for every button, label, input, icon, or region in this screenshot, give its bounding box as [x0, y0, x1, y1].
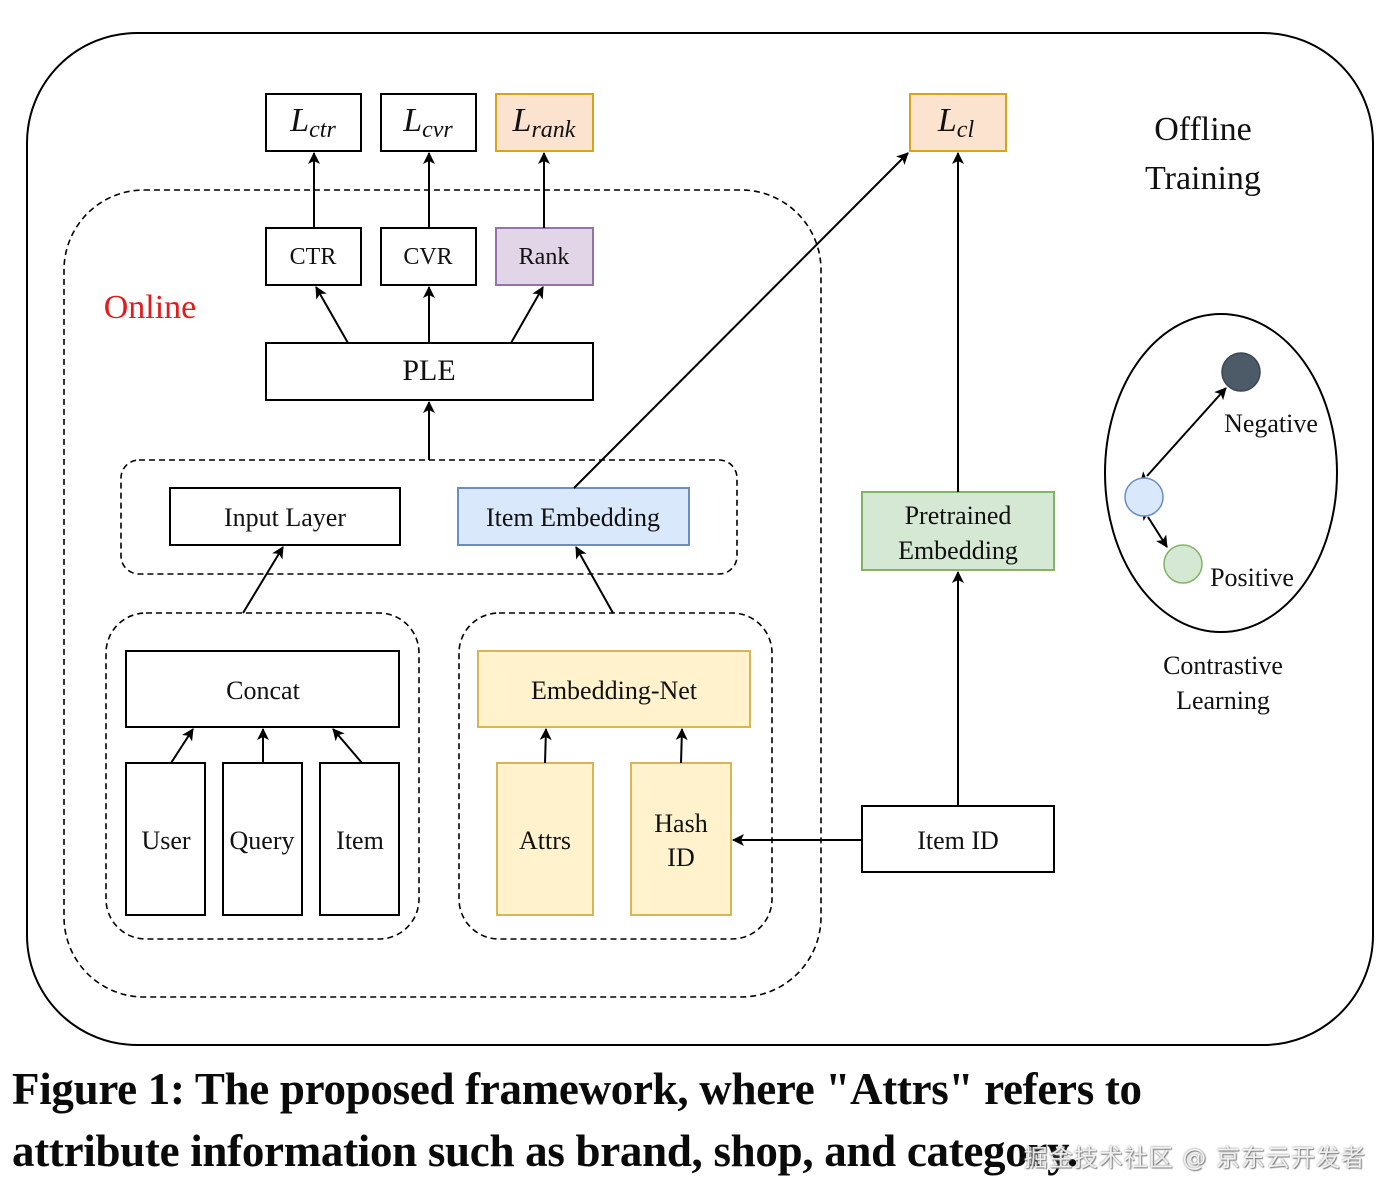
positive-label: Positive	[1210, 563, 1294, 592]
feature-query: Query	[222, 762, 303, 916]
edge-anchor-positive	[1142, 507, 1168, 548]
svg-text:Lrank: Lrank	[512, 102, 576, 143]
edges	[170, 152, 964, 846]
offline-training-label-2: Training	[1145, 160, 1261, 197]
svg-text:Item ID: Item ID	[917, 826, 999, 855]
svg-text:CVR: CVR	[403, 244, 452, 270]
watermark: 掘金技术社区 @ 京东云开发者	[1023, 1144, 1366, 1172]
offline-training-region	[26, 32, 1374, 1046]
edge-ple-to-ctr	[315, 286, 349, 344]
edge-item-to-concat	[332, 728, 363, 764]
contrastive-title: Contrastive	[1163, 651, 1283, 680]
negative-label: Negative	[1224, 409, 1318, 438]
svg-text:Embedding: Embedding	[898, 536, 1018, 565]
svg-text:Lcvr: Lcvr	[402, 102, 453, 143]
svg-text:CTR: CTR	[290, 244, 337, 270]
edge-itemembed-to-lcl	[573, 152, 909, 489]
offline-training-label: Offline	[1154, 111, 1252, 148]
feature-user: User	[125, 762, 206, 916]
edge-anchor-negative	[1139, 387, 1227, 485]
svg-text:Input Layer: Input Layer	[224, 503, 346, 532]
pretrained-embedding: Pretrained Embedding	[861, 491, 1055, 571]
item-id-block: Item ID	[861, 805, 1055, 873]
svg-text:ID: ID	[667, 843, 694, 872]
edge-ple-to-rank	[510, 286, 544, 344]
svg-text:Item: Item	[336, 826, 384, 855]
loss-cvr: Lcvr	[380, 93, 477, 152]
edge-features-to-input	[242, 546, 284, 614]
svg-text:Rank: Rank	[519, 244, 570, 270]
online-region	[63, 189, 822, 998]
hash-id-block: Hash ID	[630, 762, 732, 916]
concat-block: Concat	[125, 650, 400, 728]
svg-text:Hash: Hash	[654, 809, 707, 838]
edge-hash-to-embnet	[675, 728, 688, 764]
contrastive-space	[1104, 313, 1338, 633]
loss-contrastive: Lcl	[909, 93, 1007, 152]
figure-caption: Figure 1: The proposed framework, where …	[12, 1058, 1392, 1182]
caption-line-1: Figure 1: The proposed framework, where …	[12, 1064, 1142, 1114]
online-label: Online	[104, 289, 197, 326]
loss-rank: Lrank	[495, 93, 594, 152]
embedding-net: Embedding-Net	[477, 650, 751, 728]
caption-line-2: attribute information such as brand, sho…	[12, 1126, 1078, 1176]
svg-text:Item Embedding: Item Embedding	[486, 503, 660, 532]
contrastive-title-2: Learning	[1176, 686, 1270, 715]
anchor-node	[1124, 477, 1164, 517]
tower-ctr: CTR	[265, 227, 362, 286]
tower-rank: Rank	[495, 227, 594, 286]
input-layer: Input Layer	[169, 487, 401, 546]
framework-diagram: Offline Training Online Lctr Lcvr Lrank …	[26, 32, 1374, 1046]
embedding-group	[458, 612, 773, 940]
feature-item: Item	[319, 762, 400, 916]
svg-text:Lctr: Lctr	[289, 102, 336, 143]
ple-block: PLE	[265, 342, 594, 401]
edge-attrs-to-embnet	[539, 728, 552, 764]
tower-cvr: CVR	[380, 227, 477, 286]
feature-group	[105, 612, 420, 940]
loss-ctr: Lctr	[265, 93, 362, 152]
svg-text:Lcl: Lcl	[937, 102, 975, 143]
item-embedding: Item Embedding	[457, 487, 690, 546]
svg-text:User: User	[141, 826, 190, 855]
svg-text:Concat: Concat	[226, 676, 300, 705]
positive-node	[1163, 544, 1203, 584]
svg-text:PLE: PLE	[402, 354, 455, 387]
negative-node	[1221, 352, 1261, 392]
svg-text:Embedding-Net: Embedding-Net	[531, 676, 698, 705]
edge-user-to-concat	[170, 728, 194, 764]
svg-text:Attrs: Attrs	[519, 826, 571, 855]
edge-embnet-to-itemembed	[575, 546, 614, 614]
svg-text:Query: Query	[230, 826, 295, 855]
attrs-block: Attrs	[496, 762, 594, 916]
svg-text:Pretrained: Pretrained	[905, 501, 1012, 530]
